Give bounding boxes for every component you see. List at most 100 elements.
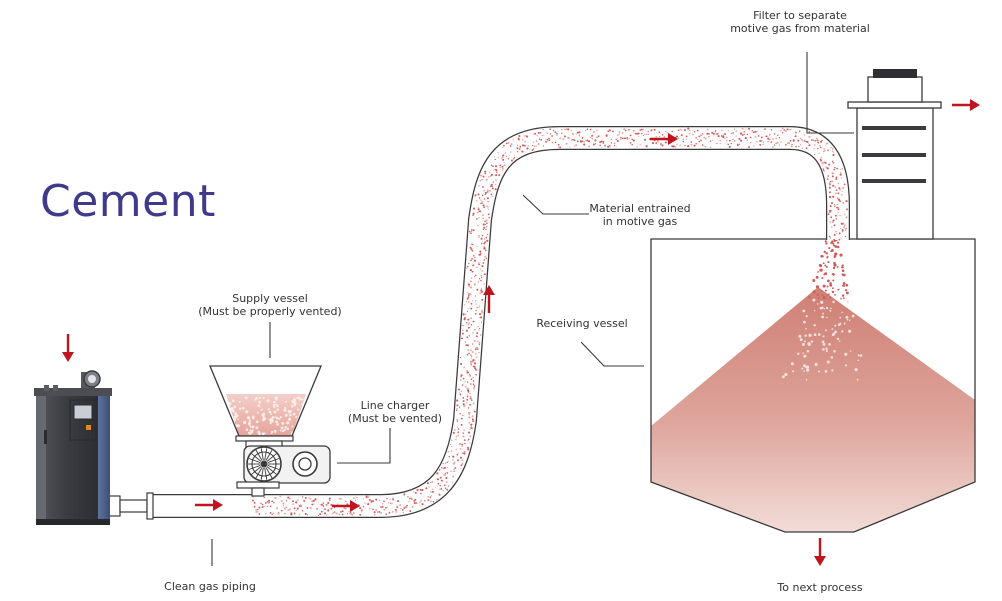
falling-particle <box>824 240 827 243</box>
material-particle <box>465 344 468 346</box>
material-particle <box>477 224 479 227</box>
material-particle <box>255 509 258 511</box>
material-particle <box>594 143 597 145</box>
falling-particle <box>841 265 844 269</box>
material-particle <box>346 513 348 515</box>
material-particle <box>467 407 470 409</box>
material-particle <box>510 143 513 146</box>
material-particle <box>470 317 472 319</box>
material-particle <box>538 138 541 140</box>
falling-particle <box>817 370 820 373</box>
material-particle <box>773 133 776 135</box>
filter-element-2 <box>862 153 926 157</box>
material-particle <box>309 498 312 500</box>
falling-particle <box>805 379 808 381</box>
material-particle <box>602 142 605 144</box>
material-particle <box>312 499 315 502</box>
material-particle <box>327 509 330 512</box>
falling-particle <box>834 245 838 248</box>
material-particle <box>671 130 673 133</box>
material-particle <box>352 511 355 515</box>
material-particle <box>472 320 475 323</box>
supply-particle <box>270 413 272 415</box>
falling-particle <box>826 285 829 288</box>
material-particle <box>469 375 471 377</box>
material-particle <box>585 130 587 132</box>
material-particle <box>735 130 738 133</box>
material-particle <box>824 161 827 164</box>
filter-label-line-1: Filter to separate <box>753 9 847 22</box>
material-particle <box>832 150 834 152</box>
material-particle <box>831 180 833 182</box>
material-particle <box>494 188 497 191</box>
falling-particle <box>830 307 832 310</box>
material-particle <box>462 377 465 380</box>
material-particle <box>338 513 341 516</box>
material-particle <box>311 500 313 502</box>
material-particle <box>320 503 323 506</box>
material-particle <box>484 224 486 226</box>
material-particle <box>778 137 781 139</box>
material-particle <box>497 152 499 154</box>
filter-unit <box>847 69 942 240</box>
material-particle <box>474 367 477 370</box>
material-particle <box>473 328 476 331</box>
material-particle <box>470 243 473 246</box>
material-particle <box>703 145 705 147</box>
material-particle <box>463 304 466 306</box>
material-particle <box>436 472 439 475</box>
material-particle <box>466 402 468 404</box>
material-particle <box>474 362 477 365</box>
material-particle <box>456 426 459 428</box>
material-particle <box>533 133 535 136</box>
flow-arrow-head <box>668 133 678 145</box>
material-particle <box>561 129 563 131</box>
gas-pipe-section <box>119 499 148 513</box>
material-particle <box>746 139 748 141</box>
generator-indicator <box>86 425 91 430</box>
material-particle <box>482 175 485 178</box>
material-particle <box>308 498 310 500</box>
material-particle <box>468 421 471 424</box>
material-particle <box>487 207 489 209</box>
material-particle <box>459 448 462 450</box>
material-particle <box>462 396 465 399</box>
material-particle <box>461 459 464 461</box>
material-particle <box>743 133 745 135</box>
supply-particle <box>248 419 251 423</box>
material-particle <box>469 373 471 375</box>
falling-particle <box>812 279 816 283</box>
material-particle <box>360 509 363 512</box>
material-particle <box>475 303 477 305</box>
falling-particle <box>825 252 828 255</box>
falling-particle <box>826 256 829 259</box>
material-particle <box>460 363 462 365</box>
material-particle <box>253 501 256 504</box>
material-particle <box>607 145 610 148</box>
material-particle <box>552 129 555 131</box>
material-particle <box>364 502 366 504</box>
falling-particle <box>824 264 827 267</box>
material-particle <box>470 383 472 385</box>
material-particle <box>282 502 285 505</box>
material-particle <box>492 169 494 171</box>
falling-particle <box>854 368 858 372</box>
material-particle <box>805 140 807 143</box>
material-particle <box>526 135 528 137</box>
material-particle <box>474 312 477 315</box>
material-particle <box>253 505 256 508</box>
material-particle <box>340 511 342 513</box>
rotor-spoke <box>251 453 262 462</box>
material-particle <box>475 309 477 312</box>
material-particle <box>797 139 800 142</box>
material-particle <box>509 145 512 147</box>
material-particle <box>484 249 487 252</box>
supply-particle <box>243 420 247 425</box>
supply-material-particles <box>228 396 304 436</box>
material-particle <box>460 374 463 377</box>
material-particle <box>545 138 547 140</box>
material-particle <box>465 301 468 303</box>
material-particle <box>505 156 508 158</box>
material-particle <box>828 210 831 212</box>
